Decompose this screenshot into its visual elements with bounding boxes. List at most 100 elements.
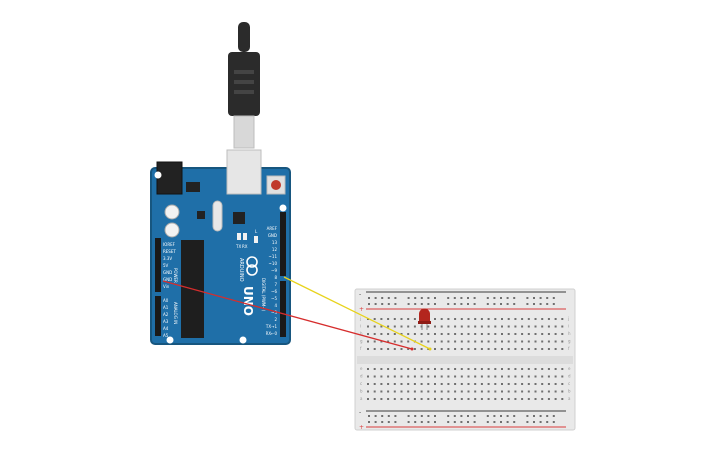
breadboard-hole[interactable] bbox=[420, 348, 423, 350]
breadboard-hole[interactable] bbox=[380, 398, 383, 400]
breadboard-hole[interactable] bbox=[554, 390, 557, 393]
breadboard-hole[interactable] bbox=[380, 333, 383, 335]
breadboard-hole[interactable] bbox=[447, 297, 450, 299]
breadboard-hole[interactable] bbox=[427, 375, 430, 378]
breadboard-hole[interactable] bbox=[533, 415, 535, 417]
breadboard-hole[interactable] bbox=[427, 340, 430, 343]
breadboard-hole[interactable] bbox=[454, 348, 457, 350]
breadboard-hole[interactable] bbox=[474, 390, 477, 393]
breadboard-hole[interactable] bbox=[427, 398, 430, 400]
breadboard-hole[interactable] bbox=[460, 297, 463, 299]
breadboard-hole[interactable] bbox=[460, 383, 463, 385]
breadboard-hole[interactable] bbox=[420, 383, 423, 385]
breadboard-hole[interactable] bbox=[387, 398, 390, 400]
breadboard-hole[interactable] bbox=[514, 383, 517, 385]
breadboard-hole[interactable] bbox=[453, 415, 456, 417]
breadboard-hole[interactable] bbox=[501, 368, 503, 370]
breadboard-hole[interactable] bbox=[546, 297, 549, 299]
breadboard-hole[interactable] bbox=[367, 398, 369, 400]
breadboard-hole[interactable] bbox=[486, 421, 489, 423]
breadboard-hole[interactable] bbox=[447, 383, 450, 385]
breadboard-hole[interactable] bbox=[467, 398, 470, 400]
breadboard-hole[interactable] bbox=[447, 318, 450, 320]
breadboard-hole[interactable] bbox=[407, 333, 410, 335]
breadboard-hole[interactable] bbox=[427, 303, 430, 305]
breadboard-hole[interactable] bbox=[561, 398, 564, 400]
breadboard-hole[interactable] bbox=[447, 375, 450, 378]
breadboard-hole[interactable] bbox=[454, 333, 457, 335]
breadboard-hole[interactable] bbox=[447, 398, 450, 400]
breadboard-hole[interactable] bbox=[393, 325, 396, 328]
breadboard-hole[interactable] bbox=[539, 297, 542, 299]
breadboard-hole[interactable] bbox=[413, 333, 416, 335]
breadboard-hole[interactable] bbox=[527, 318, 530, 320]
breadboard-hole[interactable] bbox=[494, 333, 497, 335]
breadboard-hole[interactable] bbox=[440, 348, 443, 350]
breadboard-hole[interactable] bbox=[527, 375, 530, 378]
breadboard-hole[interactable] bbox=[414, 303, 417, 305]
breadboard-hole[interactable] bbox=[407, 383, 410, 385]
breadboard-hole[interactable] bbox=[407, 318, 410, 320]
breadboard-hole[interactable] bbox=[467, 421, 469, 423]
breadboard-hole[interactable] bbox=[373, 383, 376, 385]
breadboard-hole[interactable] bbox=[554, 368, 557, 370]
breadboard-hole[interactable] bbox=[546, 303, 549, 305]
breadboard-hole[interactable] bbox=[407, 398, 410, 400]
breadboard-hole[interactable] bbox=[507, 318, 510, 320]
breadboard-hole[interactable] bbox=[507, 348, 510, 350]
breadboard-hole[interactable] bbox=[393, 333, 396, 335]
breadboard-hole[interactable] bbox=[454, 368, 457, 370]
breadboard-hole[interactable] bbox=[427, 325, 430, 328]
breadboard-hole[interactable] bbox=[506, 297, 509, 299]
breadboard-hole[interactable] bbox=[447, 421, 450, 423]
breadboard-hole[interactable] bbox=[473, 415, 476, 417]
breadboard-hole[interactable] bbox=[494, 375, 497, 378]
breadboard-hole[interactable] bbox=[561, 340, 564, 343]
breadboard-hole[interactable] bbox=[494, 383, 497, 385]
breadboard-hole[interactable] bbox=[393, 348, 396, 350]
breadboard-hole[interactable] bbox=[514, 398, 517, 400]
breadboard-hole[interactable] bbox=[453, 421, 456, 423]
breadboard-hole[interactable] bbox=[547, 325, 550, 328]
breadboard-hole[interactable] bbox=[394, 297, 397, 299]
breadboard-hole[interactable] bbox=[487, 325, 490, 328]
breadboard-hole[interactable] bbox=[440, 390, 443, 393]
breadboard-hole[interactable] bbox=[514, 333, 517, 335]
breadboard-hole[interactable] bbox=[373, 325, 376, 328]
breadboard-hole[interactable] bbox=[413, 318, 416, 320]
breadboard-hole[interactable] bbox=[387, 348, 390, 350]
breadboard-hole[interactable] bbox=[434, 368, 436, 370]
breadboard-hole[interactable] bbox=[434, 375, 436, 378]
reset-button[interactable] bbox=[271, 180, 281, 190]
breadboard-hole[interactable] bbox=[527, 333, 530, 335]
breadboard-hole[interactable] bbox=[460, 368, 463, 370]
breadboard-hole[interactable] bbox=[521, 390, 524, 393]
breadboard-hole[interactable] bbox=[501, 333, 503, 335]
breadboard-hole[interactable] bbox=[487, 368, 490, 370]
breadboard-hole[interactable] bbox=[474, 368, 477, 370]
breadboard-hole[interactable] bbox=[487, 398, 490, 400]
breadboard-hole[interactable] bbox=[500, 303, 502, 305]
breadboard-hole[interactable] bbox=[507, 375, 510, 378]
breadboard-hole[interactable] bbox=[434, 390, 436, 393]
breadboard-hole[interactable] bbox=[514, 390, 517, 393]
breadboard-hole[interactable] bbox=[374, 303, 377, 305]
breadboard-hole[interactable] bbox=[427, 415, 430, 417]
breadboard-hole[interactable] bbox=[407, 348, 410, 350]
breadboard-holes[interactable] bbox=[367, 297, 564, 423]
breadboard-hole[interactable] bbox=[541, 375, 544, 378]
breadboard-hole[interactable] bbox=[407, 325, 410, 328]
breadboard-hole[interactable] bbox=[541, 368, 544, 370]
breadboard-hole[interactable] bbox=[367, 333, 369, 335]
breadboard-hole[interactable] bbox=[467, 415, 469, 417]
breadboard-hole[interactable] bbox=[373, 340, 376, 343]
breadboard-hole[interactable] bbox=[480, 340, 483, 343]
breadboard-hole[interactable] bbox=[539, 421, 542, 423]
breadboard-hole[interactable] bbox=[420, 398, 423, 400]
breadboard-hole[interactable] bbox=[501, 340, 503, 343]
breadboard-hole[interactable] bbox=[467, 368, 470, 370]
breadboard-hole[interactable] bbox=[387, 383, 390, 385]
breadboard-hole[interactable] bbox=[541, 398, 544, 400]
breadboard-hole[interactable] bbox=[467, 297, 469, 299]
